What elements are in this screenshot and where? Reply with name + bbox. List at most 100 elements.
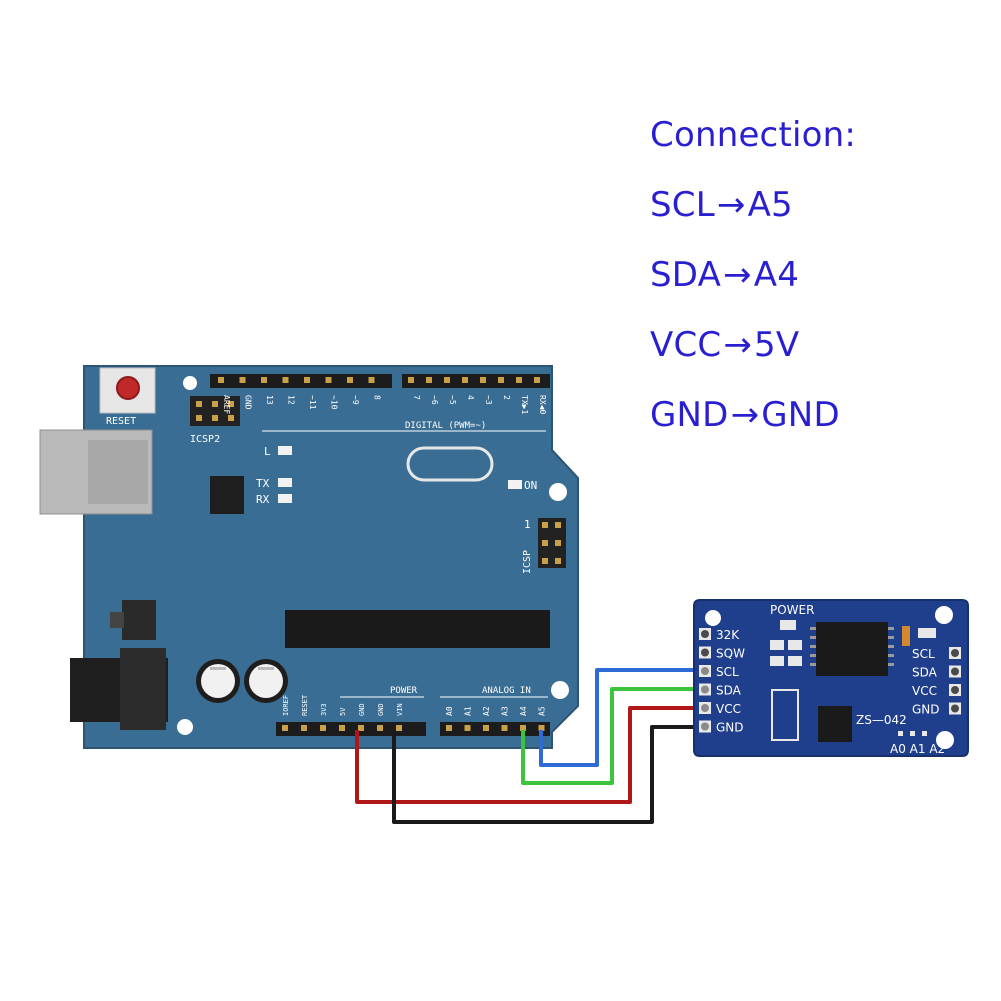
header-pin: [501, 725, 508, 731]
header-pin: [520, 725, 526, 731]
rtc-pin: [951, 649, 959, 657]
rtc-left-pin-label: SQW: [716, 647, 745, 661]
wire-vcc-5v: [355, 706, 706, 804]
resistor: [788, 656, 802, 666]
mount-hole: [549, 483, 567, 501]
ds3231-chip: [816, 622, 888, 676]
connection-to: A4: [753, 255, 800, 295]
analog-header: [440, 722, 550, 736]
icsp-pin1-label: 1: [524, 518, 531, 531]
rtc-pin: [701, 722, 709, 731]
header-pin: [325, 377, 332, 383]
capacitor: [244, 659, 288, 703]
arrow-icon: →: [730, 395, 760, 435]
power-pin-label: GND: [358, 703, 366, 716]
voltage-regulator: [122, 600, 156, 640]
header-pin: [444, 377, 450, 383]
dc-power-jack-body: [120, 648, 166, 730]
mount-hole: [183, 376, 197, 390]
rtc-pin: [701, 704, 709, 712]
icsp-header: [538, 518, 566, 568]
resistor-array: [771, 689, 799, 741]
rtc-pin: [951, 704, 959, 713]
analog-pin-label: A0: [445, 706, 454, 716]
rtc-power-label: POWER: [770, 603, 814, 617]
digital-pin-label: ~11: [308, 395, 317, 410]
header-pin: [304, 377, 310, 383]
arrow-icon: →: [723, 325, 753, 365]
rtc-pin: [701, 630, 709, 638]
led-rx-label: RX: [256, 493, 270, 506]
mount-hole: [935, 606, 953, 624]
connection-to: A5: [747, 185, 793, 225]
wires: [355, 668, 706, 824]
header-pin: [239, 377, 246, 383]
mount-hole: [551, 681, 569, 699]
analog-label: ANALOG IN: [482, 686, 531, 696]
header-pin: [339, 725, 345, 731]
digital-pin-label: ~9: [351, 395, 360, 405]
arduino-uno-board: RESET: [39, 365, 579, 749]
connection-from: SCL: [650, 185, 715, 225]
resistor: [788, 640, 802, 650]
rtc-right-pin-label: GND: [912, 703, 940, 717]
connection-row: GND→GND: [650, 380, 990, 450]
rtc-pin: [951, 667, 959, 676]
icsp2-header: [190, 396, 240, 426]
header-pin: [426, 377, 432, 383]
usb-serial-chip: [210, 476, 244, 514]
connection-row: VCC→5V: [650, 310, 990, 380]
header-pin: [446, 725, 452, 731]
led-l-label: L: [264, 445, 271, 458]
connection-to: 5V: [754, 325, 800, 365]
wire-sda-a4: [521, 687, 706, 785]
power-pin-label: 5V: [339, 707, 347, 716]
connection-legend: Connection: SCL→A5 SDA→A4 VCC→5V GND→GND: [650, 100, 990, 450]
addr-pads: [898, 731, 927, 736]
power-pin-label: IOREF: [282, 695, 290, 716]
connection-to: GND: [761, 395, 840, 435]
header-pin: [516, 377, 522, 383]
rtc-pin: [951, 686, 959, 694]
led-l: [278, 446, 292, 455]
digital-pin-label: ~6: [430, 395, 439, 405]
reset-label: RESET: [106, 416, 136, 427]
ds3231-chip-leads: [810, 627, 894, 666]
digital-pin-label: 8: [373, 395, 382, 400]
voltage-regulator-tab: [110, 612, 124, 628]
reset-button[interactable]: [116, 376, 140, 400]
analog-pin-label: A1: [464, 706, 473, 716]
header-pin: [498, 377, 504, 383]
digital-pin-label: ~5: [448, 395, 457, 405]
rtc-pin: [701, 685, 709, 694]
header-pin: [538, 725, 545, 731]
connection-from: SDA: [650, 255, 722, 295]
led-on: [508, 480, 522, 489]
header-pin: [464, 725, 471, 731]
header-pin: [282, 725, 288, 731]
analog-pin-label: A5: [538, 706, 547, 716]
header-pin: [368, 377, 375, 383]
digital-pin-label: 13: [265, 395, 274, 405]
digital-pin-label: 2: [502, 395, 511, 400]
address-pins-label: A0 A1 A2: [890, 742, 945, 756]
arrow-icon: →: [723, 255, 752, 295]
rtc-left-pin-label: SDA: [716, 684, 742, 698]
rtc-left-pin-label: SCL: [716, 665, 739, 679]
rtc-right-pin-label: VCC: [912, 684, 937, 698]
mount-hole: [177, 719, 193, 735]
crystal-oscillator: [406, 446, 494, 482]
header-pin: [480, 377, 486, 383]
header-pin: [261, 377, 267, 383]
digital-pin-label: 12: [287, 395, 296, 405]
power-pin-label: 3V3: [320, 703, 328, 716]
analog-pin-label: A4: [519, 706, 528, 716]
digital-pin-label: AREF: [222, 395, 231, 414]
header-pin: [301, 725, 307, 731]
wire-gnd-gnd: [392, 725, 706, 824]
diode: [902, 626, 910, 646]
arrow-icon: →: [716, 185, 746, 225]
